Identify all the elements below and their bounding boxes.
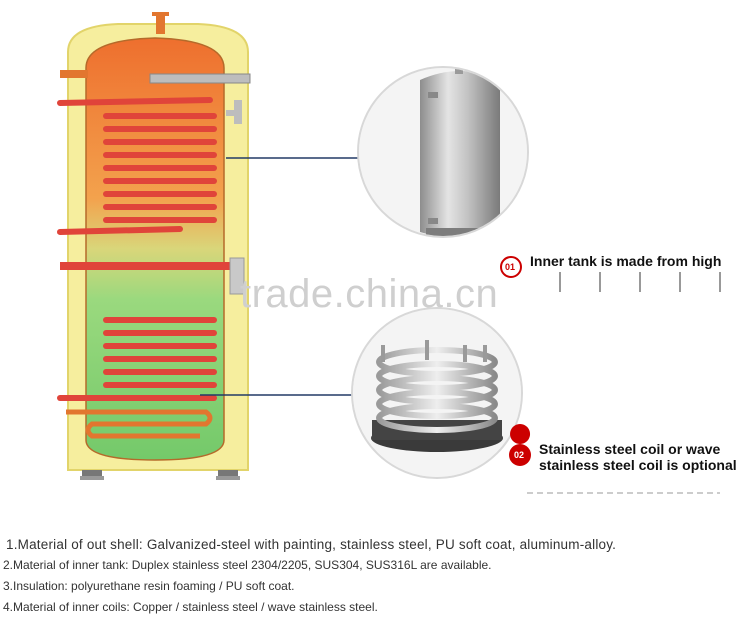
callout-coil: Stainless steel coil or wave stainless s… <box>539 441 737 473</box>
coil-photo <box>353 309 521 477</box>
watermark: trade.china.cn <box>240 272 499 316</box>
badge-01: 01 <box>500 256 522 278</box>
spec-item: 2.Material of inner tank: Duplex stainle… <box>3 558 492 572</box>
side-pipe <box>60 70 88 78</box>
foot-left <box>82 470 102 476</box>
badge-02: 02 <box>509 424 531 466</box>
badge-02-number: 02 <box>514 450 524 460</box>
inner-tank-photo <box>359 68 527 236</box>
badge-01-number: 01 <box>505 262 515 272</box>
spec-item: 1.Material of out shell: Galvanized-stee… <box>6 537 617 552</box>
top-pipe <box>156 12 165 34</box>
callout-inner-tank: Inner tank is made from high <box>530 253 722 269</box>
lower-coil <box>57 317 217 401</box>
anode-rod <box>149 73 251 84</box>
foot-right <box>218 470 238 476</box>
spec-item: 4.Material of inner coils: Copper / stai… <box>3 600 378 614</box>
water-tank-diagram: 01 02 <box>57 12 721 494</box>
spec-item: 3.Insulation: polyurethane resin foaming… <box>3 579 295 593</box>
upper-coil <box>57 97 217 235</box>
heater-element <box>66 409 213 439</box>
